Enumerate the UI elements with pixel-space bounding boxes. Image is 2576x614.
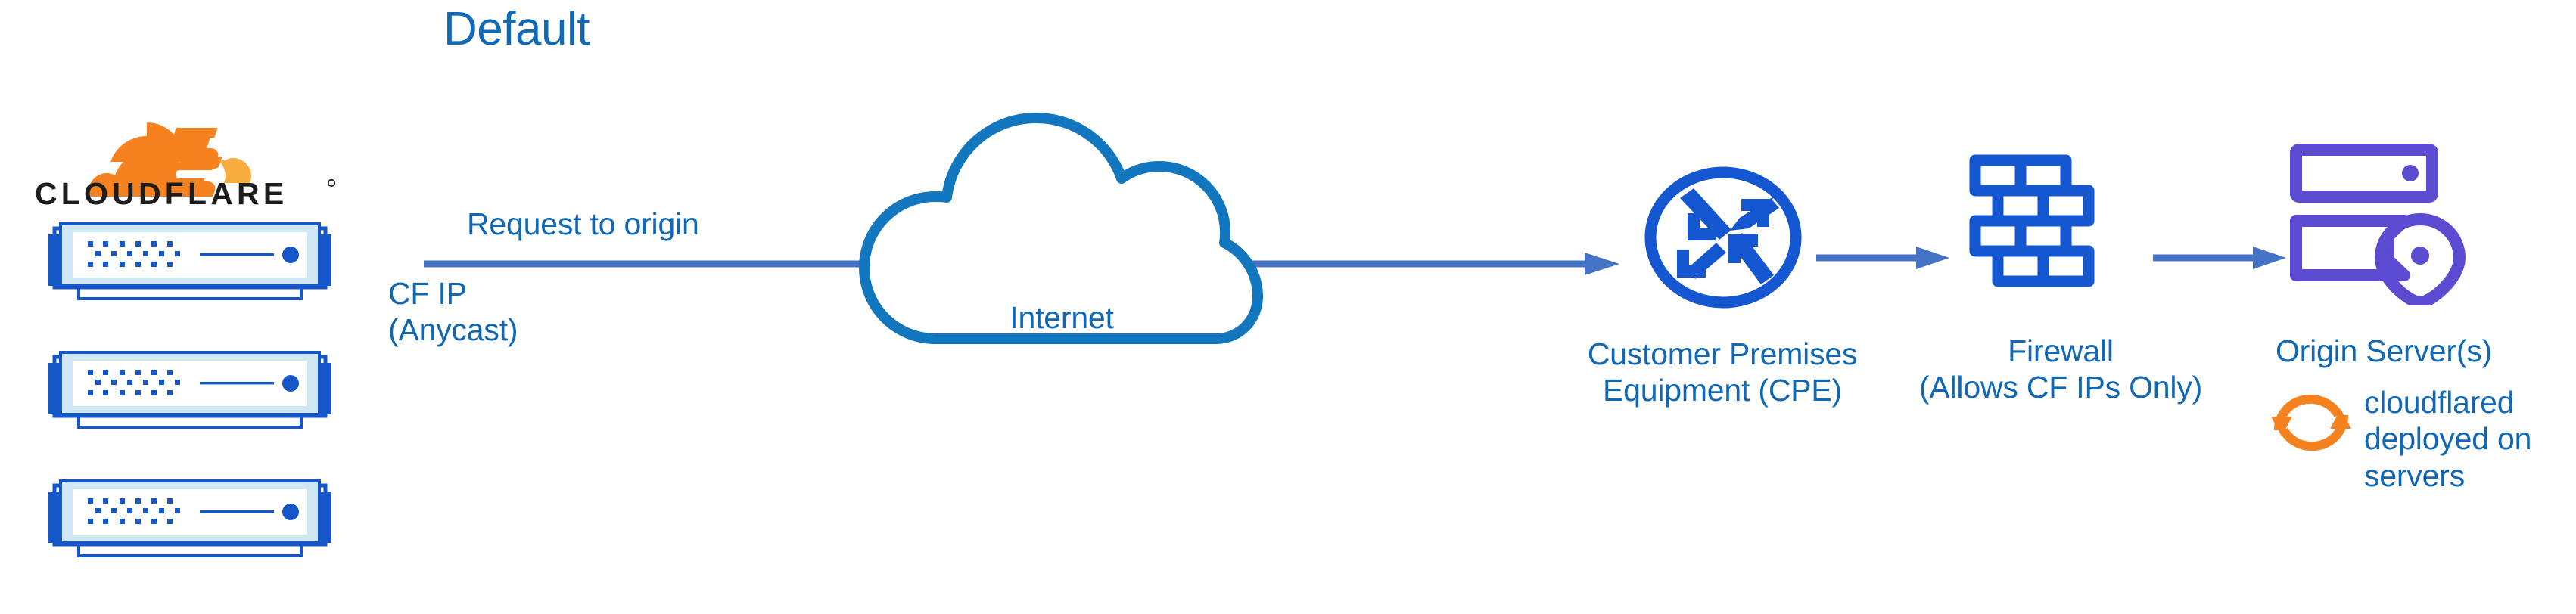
arrow-right-icon bbox=[2153, 243, 2289, 274]
cloud-icon bbox=[840, 106, 1279, 348]
svg-text:CLOUDFLARE: CLOUDFLARE bbox=[35, 176, 288, 211]
cloudflare-logo: CLOUDFLARE bbox=[35, 113, 338, 212]
node-label-cpe: Customer Premises Equipment (CPE) bbox=[1587, 336, 1858, 408]
node-label-firewall: Firewall (Allows CF IPs Only) bbox=[1918, 333, 2203, 405]
node-label-cloudflared: cloudflared deployed on servers bbox=[2364, 385, 2532, 493]
network-appliance-icon bbox=[27, 340, 353, 435]
node-label-origin-server: Origin Server(s) bbox=[2275, 333, 2493, 368]
server-rack-location-pin-icon bbox=[2287, 141, 2469, 305]
edge-sublabel-cf-ip-anycast: CF IP (Anycast) bbox=[388, 276, 518, 348]
arrow-right-icon bbox=[1816, 243, 1952, 274]
router-four-arrows-icon bbox=[1641, 165, 1806, 310]
brick-wall-icon bbox=[1960, 150, 2115, 315]
page-title: Default bbox=[443, 3, 590, 55]
network-appliance-icon bbox=[27, 469, 353, 563]
node-label-internet: Internet bbox=[1010, 300, 1114, 335]
edge-label-request-to-origin: Request to origin bbox=[467, 206, 699, 241]
sync-refresh-icon bbox=[2266, 380, 2356, 465]
network-appliance-icon bbox=[27, 212, 353, 306]
